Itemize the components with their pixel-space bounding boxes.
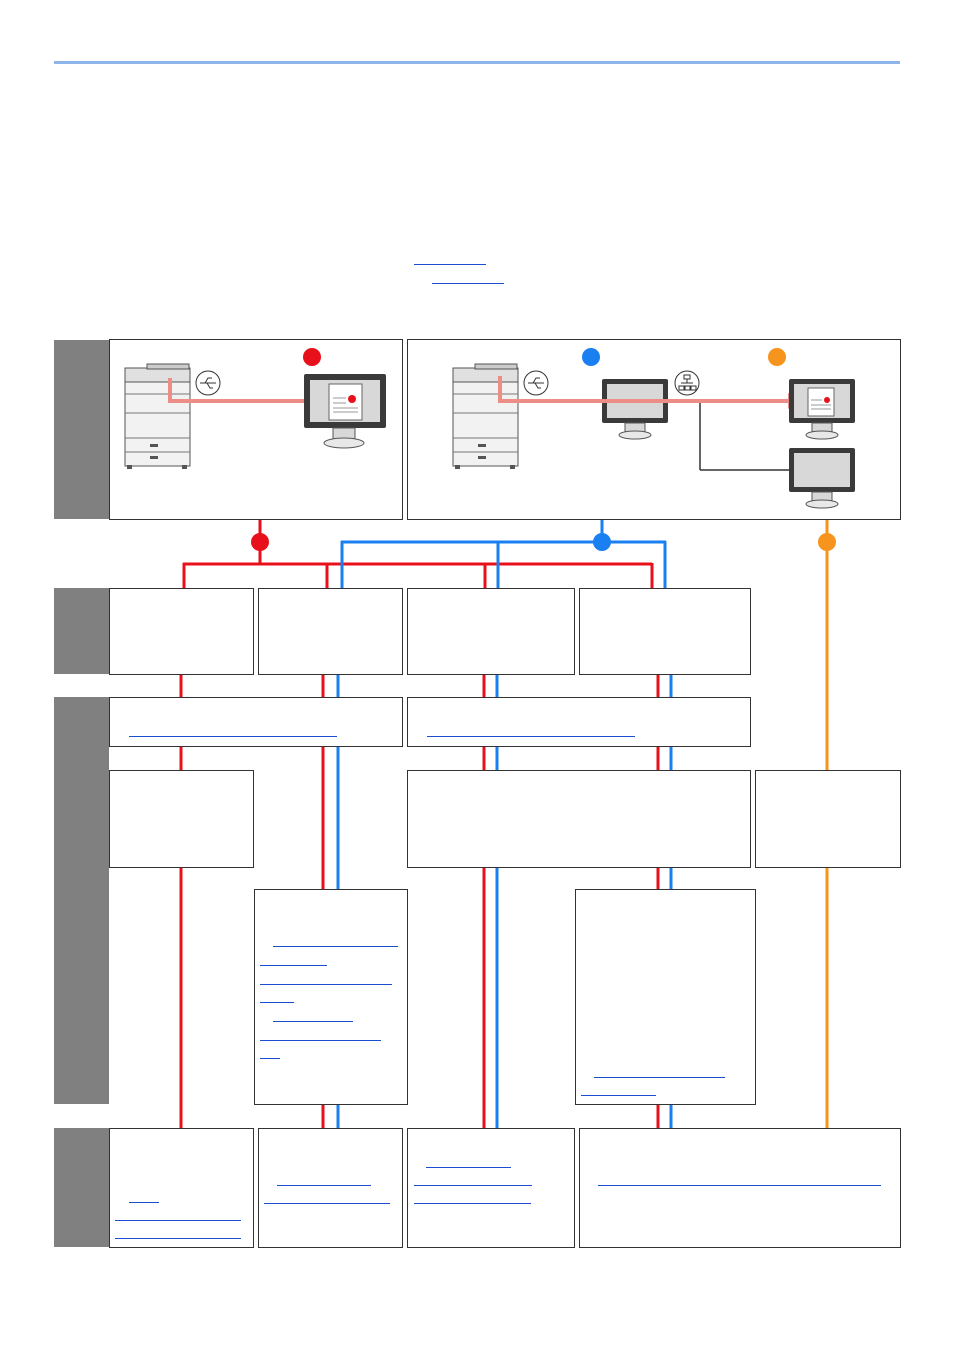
blue-marker-dot <box>582 348 600 366</box>
row-bar-setup <box>54 588 109 674</box>
blue-junction-dot <box>593 533 611 551</box>
header-rule <box>54 61 900 64</box>
reference-box-4 <box>579 1128 901 1248</box>
red-marker-dot <box>303 348 321 366</box>
setup-box-3 <box>407 588 575 675</box>
reference-3-link-3[interactable] <box>414 1203 531 1204</box>
mfp-printer-icon <box>452 363 519 469</box>
subprocedure-left-link-3[interactable] <box>260 984 392 985</box>
reference-3-link-1[interactable] <box>426 1167 511 1168</box>
procedure-link-left[interactable] <box>129 736 337 737</box>
usb-icon <box>195 370 221 396</box>
subprocedure-right-link-2[interactable] <box>581 1095 656 1096</box>
red-junction-dot <box>251 533 269 551</box>
subprocedure-box-right <box>575 889 756 1105</box>
subprocedure-left-link-1[interactable] <box>273 946 398 947</box>
reference-box-2 <box>258 1128 403 1248</box>
subprocedure-box-left <box>254 889 408 1105</box>
procedure-link-box-left <box>109 697 403 747</box>
reference-1-link-1[interactable] <box>129 1202 159 1203</box>
setup-box-4 <box>579 588 751 675</box>
row-bar-environment <box>54 340 109 519</box>
reference-3-link-2[interactable] <box>414 1185 532 1186</box>
detail-box-2 <box>407 770 751 868</box>
subprocedure-left-link-6[interactable] <box>260 1040 381 1041</box>
reference-box-3 <box>407 1128 575 1248</box>
reference-2-link-2[interactable] <box>264 1203 390 1204</box>
orange-junction-dot <box>818 533 836 551</box>
subprocedure-left-link-5[interactable] <box>273 1021 353 1022</box>
mfp-printer-icon <box>124 363 191 469</box>
setup-box-1 <box>109 588 254 675</box>
intro-link-1[interactable] <box>414 264 486 265</box>
row-bar-reference <box>54 1128 109 1247</box>
subprocedure-left-link-7[interactable] <box>260 1058 280 1059</box>
reference-2-link-1[interactable] <box>277 1185 371 1186</box>
setup-box-2 <box>258 588 403 675</box>
document-icon <box>807 387 835 417</box>
subprocedure-right-link-1[interactable] <box>594 1077 725 1078</box>
reference-1-link-3[interactable] <box>115 1238 241 1239</box>
pc-monitor-icon <box>789 448 855 509</box>
network-icon <box>674 370 700 396</box>
procedure-link-right[interactable] <box>427 736 635 737</box>
reference-4-link-1[interactable] <box>598 1185 881 1186</box>
pc-monitor-icon <box>602 379 668 440</box>
intro-link-2[interactable] <box>432 283 504 284</box>
row-bar-procedure <box>54 697 109 1104</box>
reference-1-link-2[interactable] <box>115 1220 241 1221</box>
detail-box-3 <box>755 770 901 868</box>
reference-box-1 <box>109 1128 254 1248</box>
usb-icon <box>523 370 549 396</box>
subprocedure-left-link-2[interactable] <box>260 965 327 966</box>
orange-marker-dot <box>768 348 786 366</box>
procedure-link-box-right <box>407 697 751 747</box>
detail-box-1 <box>109 770 254 868</box>
document-icon <box>328 383 363 421</box>
subprocedure-left-link-4[interactable] <box>260 1002 294 1003</box>
